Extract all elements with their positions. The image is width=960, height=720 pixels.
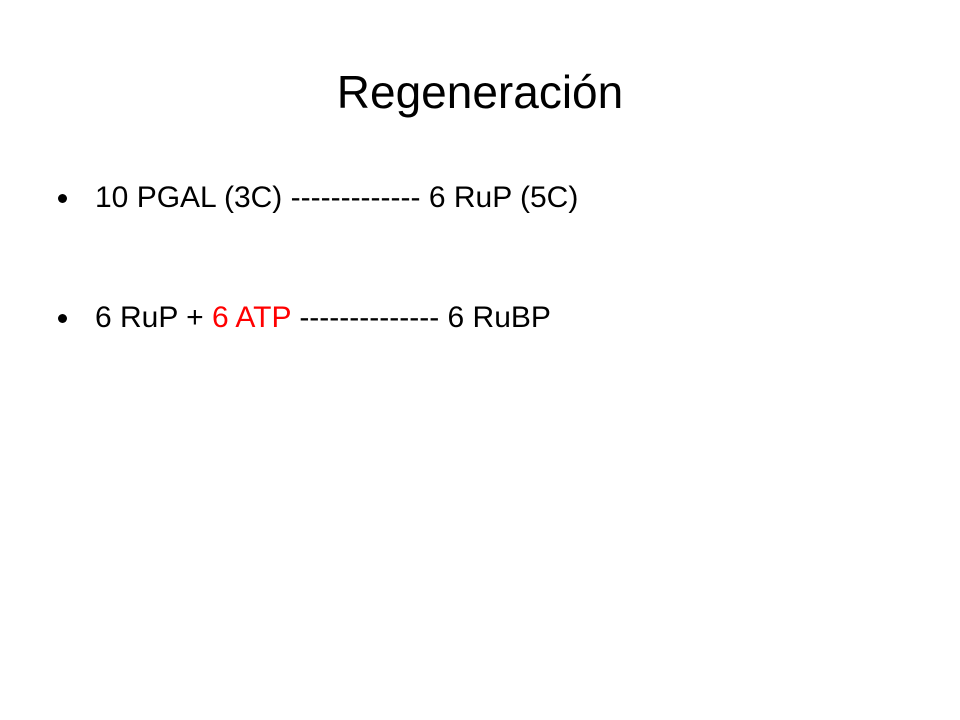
bullet-dot-icon bbox=[58, 194, 67, 203]
bullet-text-start: 6 RuP + bbox=[95, 301, 213, 334]
bullet-list: 10 PGAL (3C) ------------- 6 RuP (5C) 6 … bbox=[58, 168, 918, 348]
bullet-item-rup: 6 RuP + 6 ATP -------------- 6 RuBP bbox=[58, 288, 918, 348]
bullet-item-pgal: 10 PGAL (3C) ------------- 6 RuP (5C) bbox=[58, 168, 918, 228]
bullet-text: 10 PGAL (3C) ------------- 6 RuP (5C) bbox=[95, 181, 579, 214]
bullet-text-end: -------------- 6 RuBP bbox=[290, 301, 551, 334]
atp-highlight: 6 ATP bbox=[212, 301, 291, 334]
bullet-dot-icon bbox=[58, 314, 67, 323]
slide-title: Regeneración bbox=[336, 66, 624, 118]
